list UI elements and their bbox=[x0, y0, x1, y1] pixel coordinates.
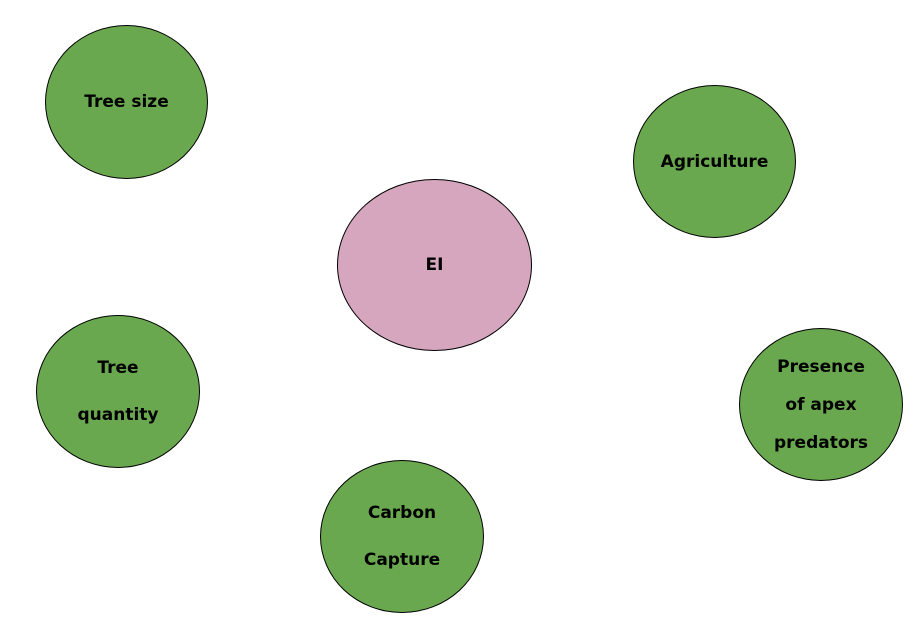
node-label: Presence of apex predators bbox=[774, 348, 868, 462]
node-label-line: Carbon bbox=[367, 502, 437, 523]
node-label-line: EI bbox=[425, 255, 444, 275]
node-tree-quantity[interactable]: Tree quantity bbox=[36, 315, 200, 468]
node-label-line: quantity bbox=[77, 404, 159, 425]
node-ei[interactable]: EI bbox=[337, 179, 532, 351]
node-label-line: Capture bbox=[363, 549, 441, 570]
node-label: EI bbox=[426, 254, 444, 276]
node-presence-of-apex-predators[interactable]: Presence of apex predators bbox=[739, 328, 903, 481]
node-label-line: Tree size bbox=[84, 92, 169, 112]
node-label: Tree quantity bbox=[77, 345, 158, 439]
node-tree-size[interactable]: Tree size bbox=[45, 25, 208, 179]
node-label-line: Tree bbox=[97, 357, 139, 378]
node-agriculture[interactable]: Agriculture bbox=[633, 85, 796, 238]
node-label-line: of apex bbox=[785, 394, 857, 415]
node-label-line: predators bbox=[773, 432, 869, 453]
node-label: Agriculture bbox=[661, 151, 769, 173]
node-label: Tree size bbox=[84, 91, 168, 113]
node-label-line: Agriculture bbox=[660, 151, 769, 172]
node-label-line: Presence bbox=[777, 356, 865, 377]
node-label: Carbon Capture bbox=[364, 490, 440, 584]
node-carbon-capture[interactable]: Carbon Capture bbox=[320, 460, 484, 613]
